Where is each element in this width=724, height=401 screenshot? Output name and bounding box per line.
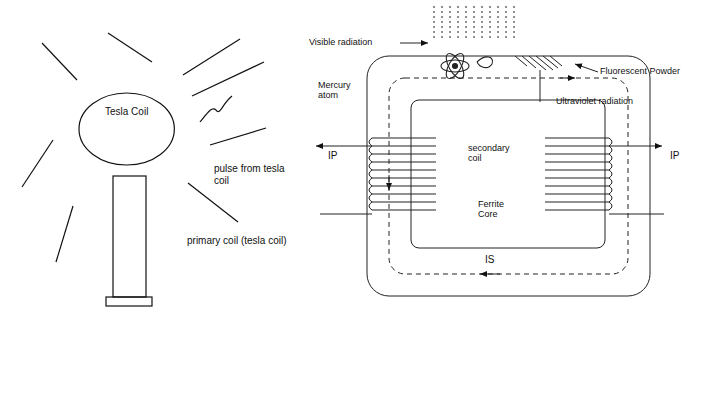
circle-outline bbox=[78, 92, 175, 166]
part-label: IP bbox=[670, 150, 679, 162]
node-label: Tesla Coil bbox=[105, 106, 148, 118]
part-label: Ferrite Core bbox=[478, 199, 518, 220]
part-label: Mercury atom bbox=[318, 80, 362, 101]
right-winding bbox=[545, 138, 664, 214]
part-label: Visible radiation bbox=[309, 37, 372, 47]
part-label: Ultraviolet radiation bbox=[556, 96, 633, 106]
part-label: secondary coil bbox=[468, 143, 518, 164]
part-label: pulse from tesla coil bbox=[214, 163, 300, 186]
part-label: IS bbox=[485, 254, 494, 266]
part-label: primary coil (tesla coil) bbox=[187, 235, 286, 247]
part-label: IP bbox=[328, 150, 337, 162]
left-winding bbox=[316, 138, 436, 214]
ferrite-core-drawing bbox=[316, 6, 664, 296]
tesla-coil-circle: Tesla Coil bbox=[78, 92, 175, 166]
part-label: Fluorescent Powder bbox=[600, 66, 680, 76]
